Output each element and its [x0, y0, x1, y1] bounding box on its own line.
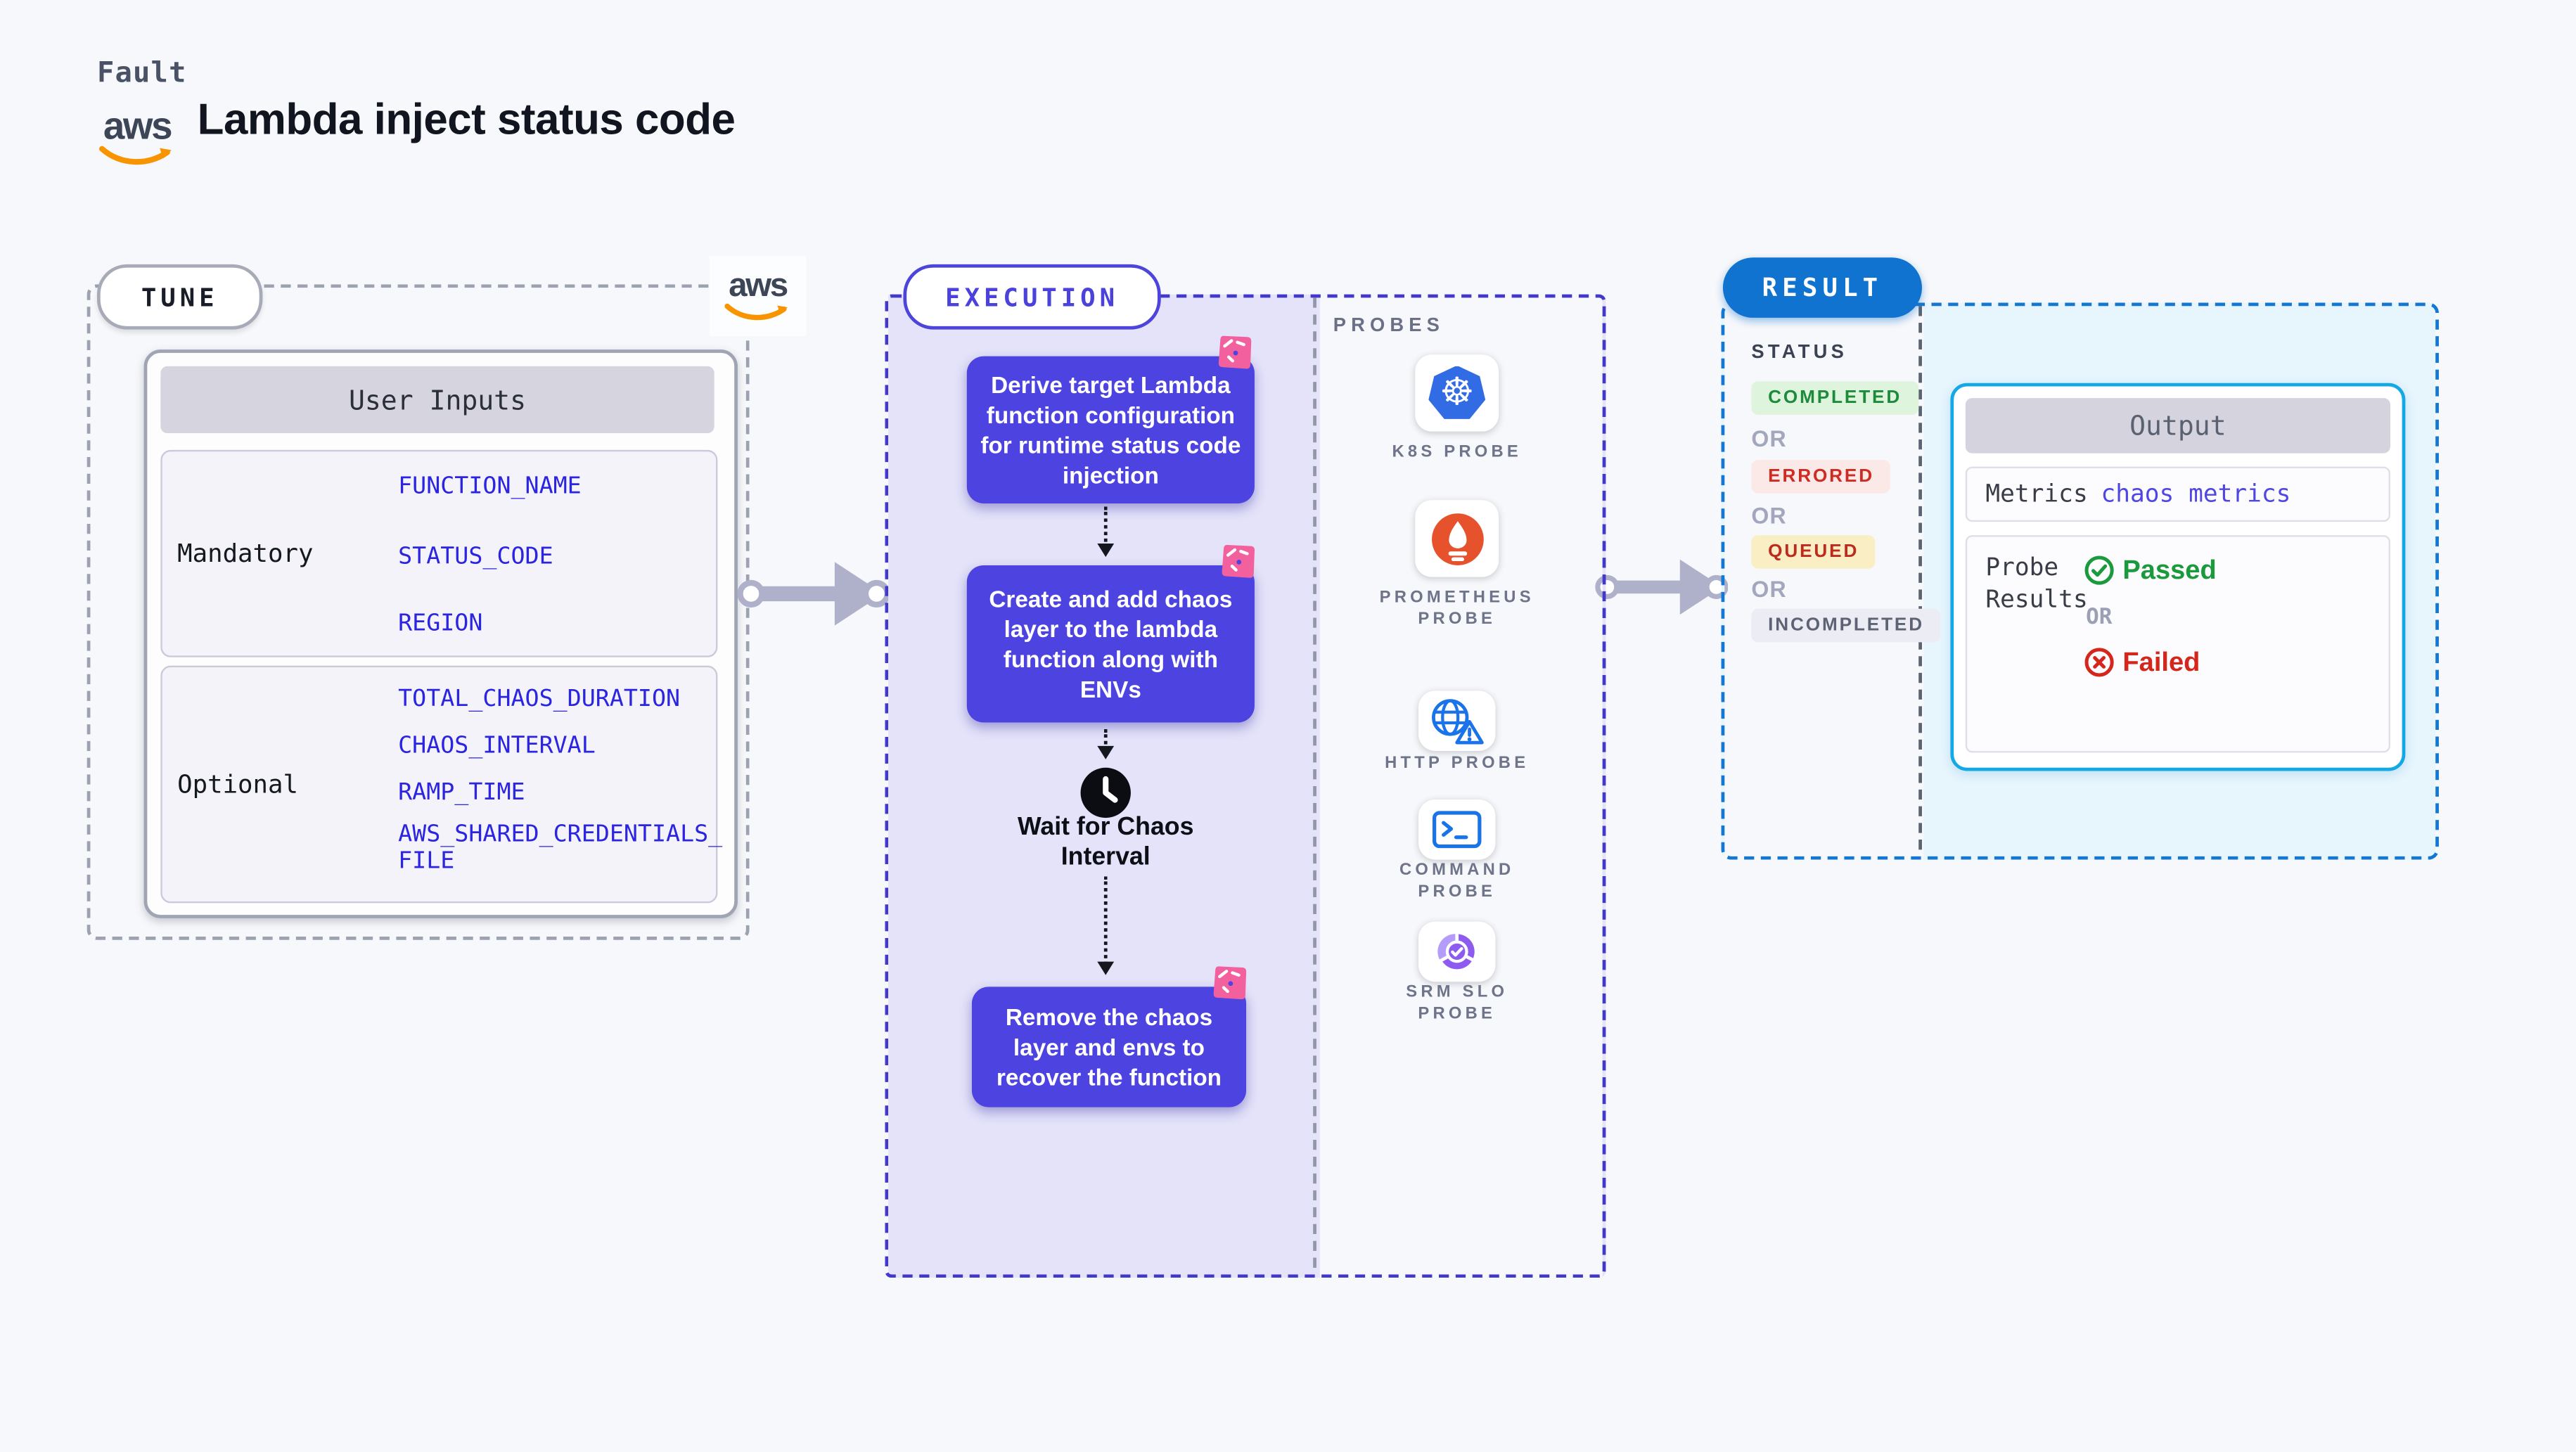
result-divider [1918, 306, 1922, 850]
command-probe-card [1418, 799, 1496, 860]
kubernetes-icon: ☸ [1428, 365, 1486, 419]
terminal-icon [1433, 811, 1482, 849]
globe-warning-icon [1432, 699, 1484, 745]
input-variable: RAMP_TIME [398, 779, 525, 807]
execution-to-result-arrow [1595, 559, 1729, 615]
wait-clock-icon [1080, 767, 1131, 818]
execution-step-1: Derive target Lambda function configurat… [966, 356, 1255, 503]
execution-badge: EXECUTION [903, 264, 1161, 330]
execution-step-2: Create and add chaos layer to the lambda… [966, 565, 1255, 723]
aws-logo-tune: aws [709, 255, 807, 337]
or-label: OR [2086, 605, 2113, 631]
mandatory-label: Mandatory [177, 538, 314, 569]
input-variable: AWS_SHARED_CREDENTIALS_FILE [398, 821, 723, 875]
probe-label: SRM SLO PROBE [1406, 983, 1508, 1024]
litmus-chaos-icon [1213, 966, 1247, 1000]
x-circle-icon [2084, 648, 2114, 677]
or-label: OR [1751, 503, 1787, 529]
wait-for-chaos-interval-label: Wait for Chaos Interval [1018, 812, 1194, 872]
metrics-value: chaos metrics [2101, 482, 2291, 509]
fault-eyebrow: Fault [96, 56, 187, 91]
aws-logo: aws [94, 103, 181, 167]
probes-header: PROBES [1333, 316, 1445, 337]
status-badge-incompleted: INCOMPLETED [1751, 608, 1941, 643]
flow-arrow [1097, 876, 1115, 975]
probe-results-label: Probe Results [1985, 555, 2088, 614]
flow-arrow [1097, 506, 1115, 558]
slo-donut-check-icon [1437, 932, 1476, 970]
output-header: Output [1965, 398, 2390, 454]
tune-section-frame [86, 284, 750, 940]
probe-results-row [1965, 535, 2390, 753]
prometheus-probe-card [1415, 500, 1499, 577]
tune-badge: TUNE [96, 264, 263, 330]
metrics-row [1965, 466, 2390, 522]
input-variable: FUNCTION_NAME [398, 473, 582, 501]
page-title: Lambda inject status code [197, 94, 736, 144]
or-label: OR [1751, 426, 1787, 452]
or-label: OR [1751, 577, 1787, 603]
passed-label: Passed [2122, 557, 2217, 586]
aws-smile-icon [99, 146, 172, 165]
input-variable: TOTAL_CHAOS_DURATION [398, 686, 681, 713]
metrics-label: Metrics [1985, 482, 2088, 509]
probe-label: HTTP PROBE [1385, 754, 1530, 773]
tune-to-execution-arrow [737, 562, 890, 626]
http-probe-card [1418, 690, 1496, 751]
status-badge-queued: QUEUED [1751, 535, 1876, 569]
status-badge-errored: ERRORED [1751, 460, 1891, 494]
user-inputs-header: User Inputs [160, 366, 715, 434]
failed-label: Failed [2122, 648, 2200, 678]
srm-slo-probe-card [1418, 921, 1496, 982]
optional-label: Optional [177, 769, 298, 799]
status-badge-completed: COMPLETED [1751, 381, 1918, 415]
litmus-chaos-icon [1222, 545, 1255, 578]
k8s-probe-card: ☸ [1415, 354, 1499, 432]
result-badge: RESULT [1722, 257, 1922, 318]
probe-label: COMMAND PROBE [1399, 861, 1515, 902]
aws-wordmark: aws [103, 103, 173, 148]
input-variable: STATUS_CODE [398, 544, 553, 571]
input-variable: REGION [398, 610, 483, 638]
execution-step-3: Remove the chaos layer and envs to recov… [971, 987, 1247, 1107]
probe-label: PROMETHEUS PROBE [1379, 589, 1534, 629]
litmus-chaos-icon [1218, 335, 1252, 369]
execution-probes-divider [1313, 297, 1316, 1268]
aws-smile-icon [724, 303, 788, 321]
probe-label: K8S PROBE [1392, 443, 1523, 462]
input-variable: CHAOS_INTERVAL [398, 732, 596, 759]
optional-row [160, 665, 718, 904]
check-circle-icon [2084, 555, 2114, 585]
prometheus-icon [1430, 513, 1483, 565]
flow-arrow [1097, 729, 1115, 759]
mandatory-row [160, 449, 718, 657]
status-header: STATUS [1751, 342, 1848, 364]
aws-wordmark: aws [729, 267, 788, 304]
